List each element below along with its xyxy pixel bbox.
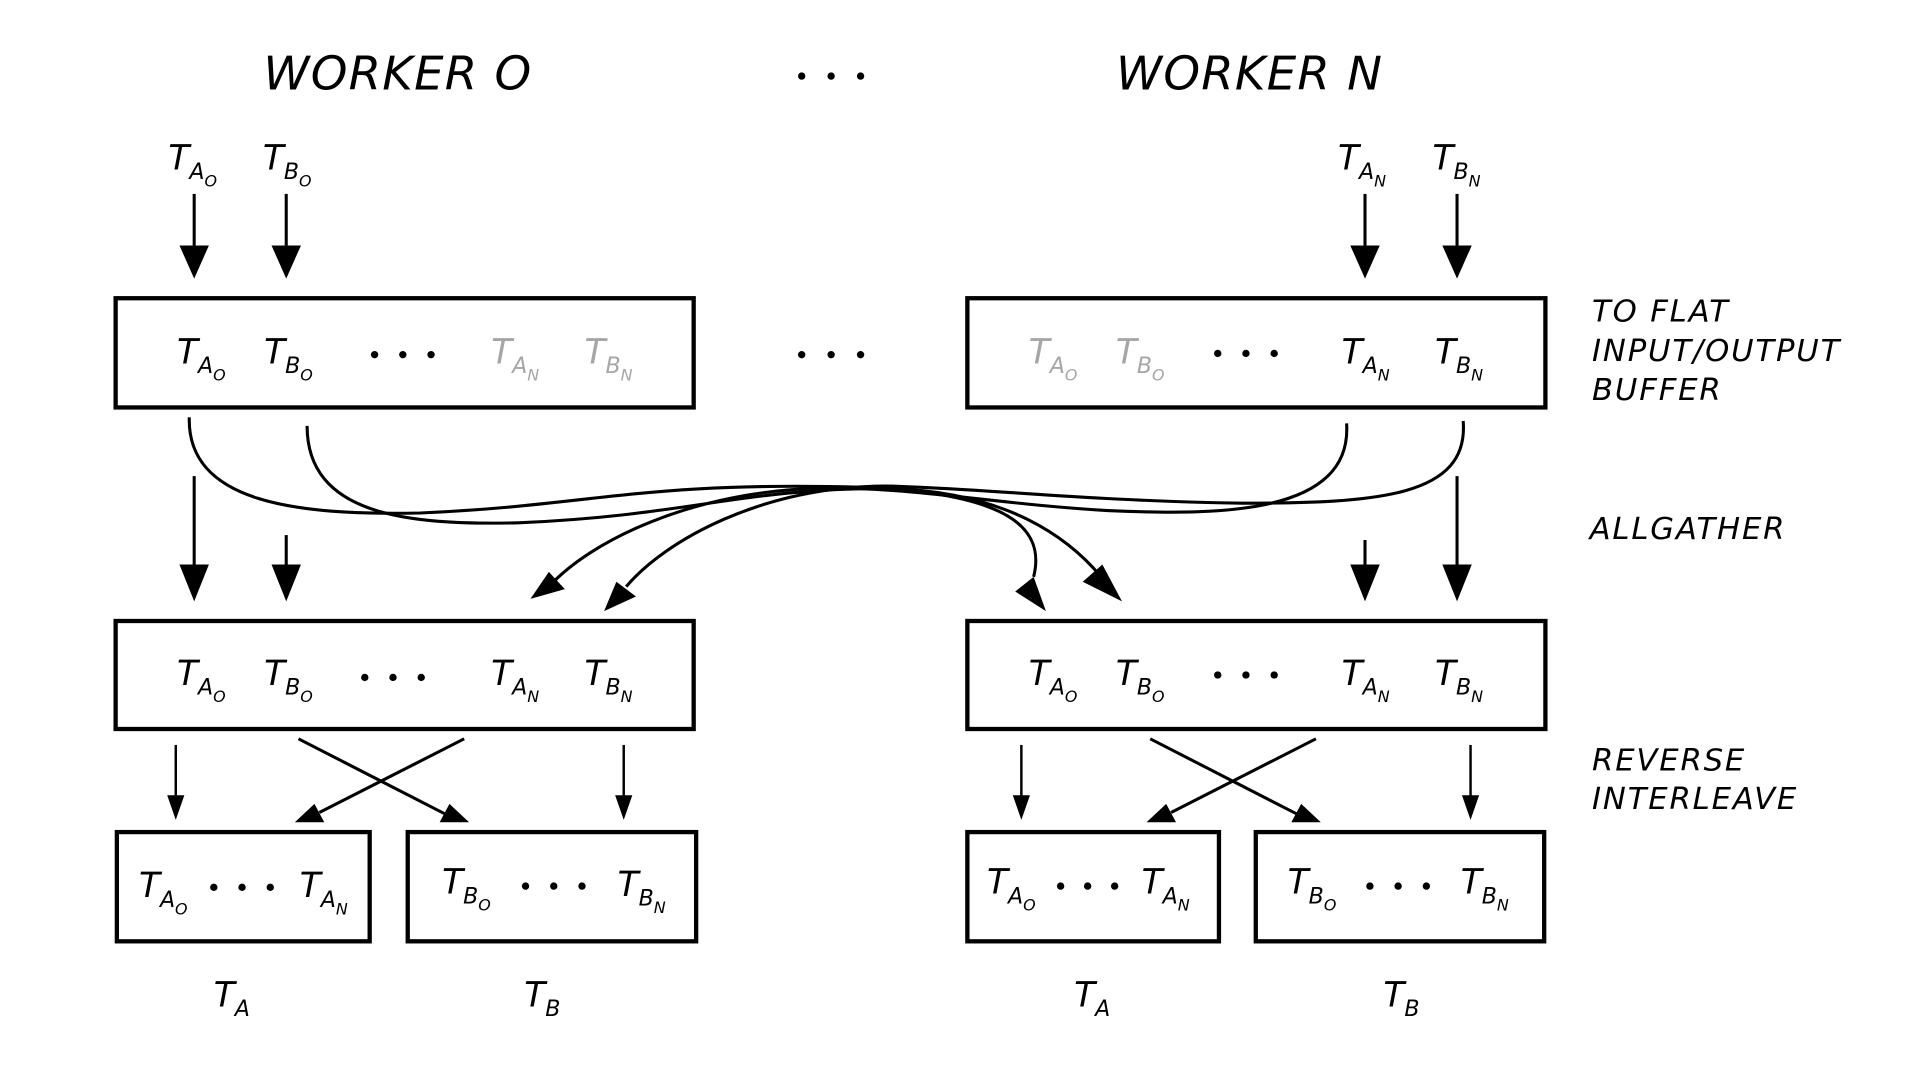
label-reverse-interleave: REVERSE INTERLEAVE <box>1592 744 1798 817</box>
label-flat-buffer: TO FLAT INPUT/OUTPUT BUFFER <box>1592 295 1842 409</box>
middle-ellipsis <box>798 351 865 359</box>
output-tb-worker-o <box>405 829 699 944</box>
svg-text:TBO: TBO <box>1116 654 1165 706</box>
svg-text:TBO: TBO <box>442 862 491 914</box>
flat-buffer-n-contents: TAO TBO TAN TBN <box>1029 332 1483 384</box>
output-ta-o-contents: TAO TAN <box>139 866 348 918</box>
svg-text:REVERSE: REVERSE <box>1592 744 1746 779</box>
worker-o-title: WORKER O <box>263 47 532 101</box>
output-ta-worker-n <box>965 829 1222 944</box>
gathered-buffer-worker-n <box>965 618 1548 732</box>
svg-text:TAN: TAN <box>491 332 539 384</box>
svg-text:TBN: TBN <box>1435 654 1483 706</box>
svg-text:TAN: TAN <box>1342 332 1390 384</box>
output-ta-worker-o <box>114 829 372 944</box>
svg-text:TB: TB <box>524 975 560 1022</box>
output-tb-worker-n <box>1253 829 1547 944</box>
input-t-b-n: TBN <box>1433 138 1481 190</box>
svg-text:TBN: TBN <box>584 654 632 706</box>
output-ta-n-contents: TAO TAN <box>987 862 1190 914</box>
svg-text:TBN: TBN <box>1433 138 1481 190</box>
output-tb-o-contents: TBO TBN <box>442 862 666 917</box>
svg-text:TBO: TBO <box>264 654 313 706</box>
gathered-buffer-o-contents: TAO TBO TAN TBN <box>177 654 633 706</box>
svg-text:TAN: TAN <box>300 866 348 918</box>
allgather-direct-arrows <box>179 476 1472 602</box>
svg-text:TAO: TAO <box>987 862 1036 914</box>
svg-text:TBN: TBN <box>1461 862 1509 914</box>
svg-text:TAO: TAO <box>177 332 226 384</box>
worker-n-title: WORKER N <box>1116 47 1383 101</box>
output-label-ta-o: TA <box>214 975 250 1022</box>
svg-text:TO FLAT: TO FLAT <box>1592 295 1730 330</box>
input-t-a-n: TAN <box>1338 138 1386 190</box>
label-allgather: ALLGATHER <box>1588 512 1787 547</box>
svg-text:BUFFER: BUFFER <box>1592 373 1723 408</box>
svg-text:INPUT/OUTPUT: INPUT/OUTPUT <box>1592 334 1842 369</box>
svg-text:TBN: TBN <box>1435 332 1483 384</box>
gathered-buffer-worker-o <box>113 618 696 732</box>
svg-text:TAO: TAO <box>139 866 188 918</box>
title-ellipsis <box>798 72 865 80</box>
svg-text:TA: TA <box>214 975 250 1022</box>
output-label-tb-n: TB <box>1383 975 1419 1022</box>
svg-text:TAO: TAO <box>1029 332 1078 384</box>
svg-text:TBN: TBN <box>584 332 632 384</box>
svg-text:TAN: TAN <box>1338 138 1386 190</box>
svg-text:TAO: TAO <box>177 654 226 706</box>
flat-buffer-worker-o <box>113 296 696 410</box>
svg-text:TAN: TAN <box>1342 654 1390 706</box>
svg-text:INTERLEAVE: INTERLEAVE <box>1592 782 1798 817</box>
output-label-tb-o: TB <box>524 975 560 1022</box>
reverse-interleave-arrows-o <box>167 737 633 823</box>
svg-text:TBO: TBO <box>264 332 313 384</box>
input-arrows <box>179 193 1472 279</box>
svg-text:TA: TA <box>1074 975 1110 1022</box>
allgather-curves <box>187 417 1465 612</box>
input-t-b-o: TBO <box>263 138 312 190</box>
output-tb-n-contents: TBO TBN <box>1288 862 1509 914</box>
flat-buffer-worker-n <box>965 296 1548 410</box>
svg-text:TAN: TAN <box>1142 862 1190 914</box>
output-label-ta-n: TA <box>1074 975 1110 1022</box>
svg-text:TBN: TBN <box>618 865 666 917</box>
svg-text:TBO: TBO <box>263 138 312 190</box>
gathered-buffer-n-contents: TAO TBO TAN TBN <box>1029 654 1483 706</box>
reverse-interleave-arrows-n <box>1012 737 1480 823</box>
svg-text:TAN: TAN <box>491 654 539 706</box>
svg-text:TBO: TBO <box>1288 862 1337 914</box>
svg-text:TAO: TAO <box>1029 654 1078 706</box>
input-t-a-o: TAO <box>168 138 217 190</box>
svg-text:TB: TB <box>1383 975 1419 1022</box>
svg-text:TBO: TBO <box>1116 332 1165 384</box>
svg-text:TAO: TAO <box>168 138 217 190</box>
flat-buffer-o-contents: TAO TBO TAN TBN <box>177 332 633 384</box>
